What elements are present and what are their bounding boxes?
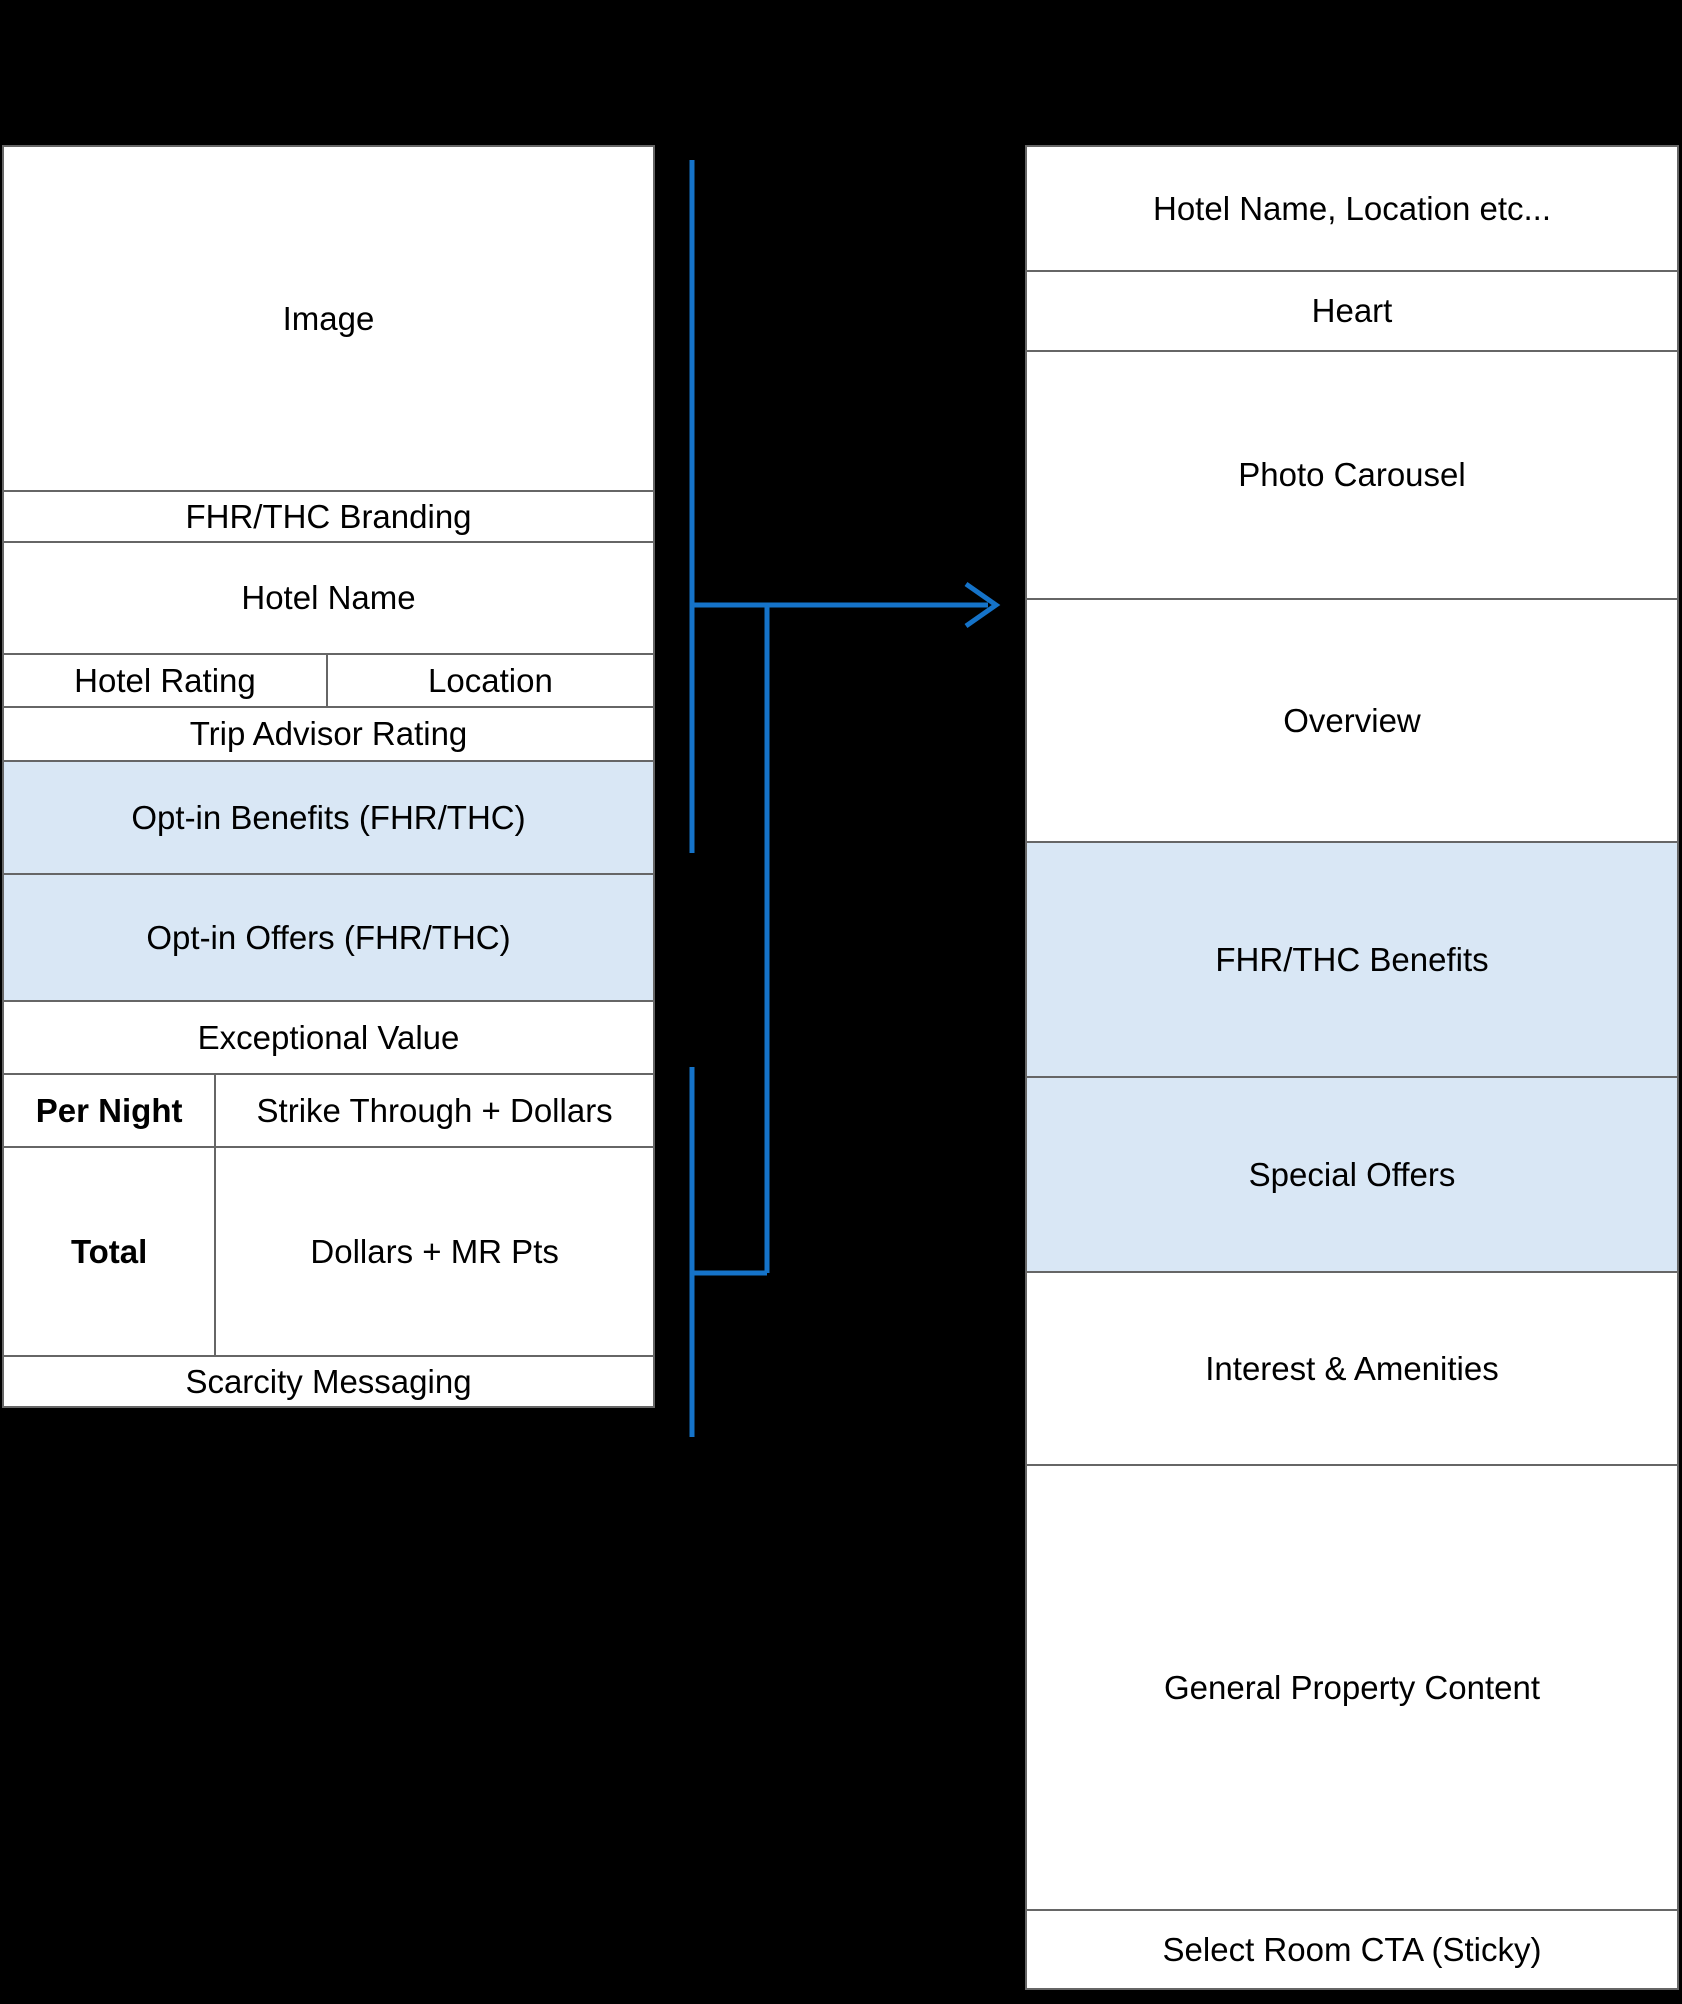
image-label: Image [282,299,375,337]
photo-carousel-label: Photo Carousel [1238,456,1466,494]
dollars-mr-pts-label: Dollars + MR Pts [310,1232,559,1270]
row-scarcity-messaging: Scarcity Messaging [4,1357,653,1406]
total-label: Total [70,1232,148,1270]
row-fhr-thc-benefits: FHR/THC Benefits [1027,843,1677,1078]
exceptional-value-label: Exceptional Value [197,1018,460,1056]
location-label: Location [428,661,553,699]
row-image: Image [4,147,653,492]
hotel-name-label: Hotel Name [241,579,416,617]
row-total-price: Total Dollars + MR Pts [4,1148,653,1357]
hotel-rating-label: Hotel Rating [74,661,256,699]
location-cell: Location [325,655,653,706]
row-heart: Heart [1027,272,1677,352]
heart-label: Heart [1311,292,1393,330]
dollars-mr-pts-cell: Dollars + MR Pts [214,1148,653,1355]
row-select-room-cta: Select Room CTA (Sticky) [1027,1911,1677,1988]
per-night-label: Per Night [35,1091,183,1129]
overview-label: Overview [1283,701,1421,739]
row-fhr-thc-branding: FHR/THC Branding [4,492,653,543]
row-interest-amenities: Interest & Amenities [1027,1273,1677,1466]
fhr-thc-benefits-label: FHR/THC Benefits [1215,940,1489,978]
row-trip-advisor-rating: Trip Advisor Rating [4,708,653,762]
hotel-card-wireframe: Image FHR/THC Branding Hotel Name Hotel … [2,145,655,1408]
row-per-night-price: Per Night Strike Through + Dollars [4,1075,653,1148]
per-night-cell: Per Night [4,1075,214,1146]
opt-in-benefits-label: Opt-in Benefits (FHR/THC) [131,798,526,836]
row-overview: Overview [1027,600,1677,843]
arrowhead-icon [964,581,1001,629]
select-room-cta-label: Select Room CTA (Sticky) [1162,1930,1542,1968]
fhr-thc-branding-label: FHR/THC Branding [185,497,472,535]
row-rating-location: Hotel Rating Location [4,655,653,708]
interest-amenities-label: Interest & Amenities [1205,1349,1499,1387]
trip-advisor-rating-label: Trip Advisor Rating [189,715,468,753]
row-opt-in-benefits: Opt-in Benefits (FHR/THC) [4,762,653,875]
row-exceptional-value: Exceptional Value [4,1002,653,1075]
row-hotel-name: Hotel Name [4,543,653,655]
property-page-wireframe: Hotel Name, Location etc... Heart Photo … [1025,145,1679,1990]
hotel-name-location-label: Hotel Name, Location etc... [1152,189,1552,227]
strike-through-dollars-cell: Strike Through + Dollars [214,1075,653,1146]
strike-through-dollars-label: Strike Through + Dollars [256,1091,613,1129]
total-cell: Total [4,1148,214,1355]
opt-in-offers-label: Opt-in Offers (FHR/THC) [146,918,511,956]
row-photo-carousel: Photo Carousel [1027,352,1677,600]
special-offers-label: Special Offers [1248,1155,1456,1193]
hotel-rating-cell: Hotel Rating [4,655,326,706]
row-special-offers: Special Offers [1027,1078,1677,1273]
general-property-content-label: General Property Content [1163,1668,1541,1706]
row-opt-in-offers: Opt-in Offers (FHR/THC) [4,875,653,1002]
row-hotel-name-location: Hotel Name, Location etc... [1027,147,1677,272]
connector-lines [689,160,1001,1437]
row-general-property-content: General Property Content [1027,1466,1677,1911]
scarcity-messaging-label: Scarcity Messaging [185,1362,472,1400]
